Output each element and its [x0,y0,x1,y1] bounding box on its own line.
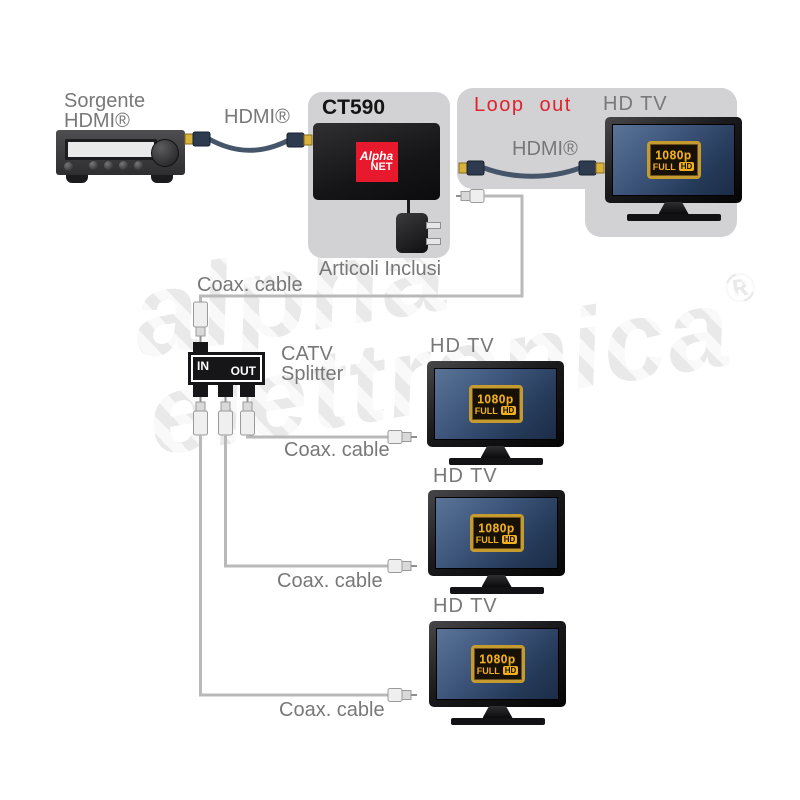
receiver-display [65,139,157,160]
tv-base [449,587,544,594]
logo-hd-badge: HD [678,162,695,171]
power-adapter-pin [426,222,441,229]
tv-stand [480,446,511,458]
logo-full: FULL [474,405,498,416]
coax-plug-body [387,688,403,702]
coax-plug-body [387,559,403,573]
coax-cable-label-tv3: Coax. cable [279,699,385,721]
source-label-line1: Sorgente [64,90,146,112]
tv-screen: 1080p FULL HD [434,368,557,440]
receiver-volume-knob [151,139,179,167]
coax-plug-tip [401,690,412,700]
tv-frame: 1080p FULL HD [428,490,565,576]
logo-resolution: 1080p [655,147,692,162]
loop-out-title: Loop out [474,94,572,116]
tv-screen: 1080p FULL HD [435,497,558,569]
logo-full: FULL [475,534,499,545]
coax-cable-label-top: Coax. cable [197,274,303,296]
receiver-button [104,161,113,170]
receiver-button [89,161,98,170]
tv-base [626,214,721,221]
hdmi-cable-loop-label: HDMI® [512,138,578,160]
tv-base [450,718,545,725]
logo-resolution: 1080p [477,391,514,406]
tv-screen: 1080p FULL HD [612,124,735,196]
ct590-title: CT590 [322,96,386,119]
alphanet-logo: Alpha NET [355,141,398,182]
hd-tv-3: 1080p FULL HD [429,621,566,725]
receiver-button [134,161,143,170]
fullhd-1080p-logo: 1080p FULL HD [646,141,701,179]
tv3-label: HD TV [433,595,498,617]
fullhd-1080p-logo: 1080p FULL HD [468,385,523,423]
tv-frame: 1080p FULL HD [429,621,566,707]
splitter-label-line1: CATV [281,343,333,365]
splitter-face: IN OUT [191,355,262,382]
hdmi-plug-tip [184,133,194,145]
splitter-label: CATV Splitter [281,344,343,384]
hdmi-cable-source-label: HDMI® [224,106,290,128]
catv-splitter: IN OUT [188,352,265,385]
ct590-modulator-device: Alpha NET [313,123,440,200]
loop-out-tv: 1080p FULL HD [605,117,742,221]
included-items-caption: Articoli Inclusi [318,258,442,280]
power-adapter-cable [407,200,410,214]
logo-resolution: 1080p [479,651,516,666]
hdmi-cable-source [184,131,313,153]
coax-cable-label-tv2: Coax. cable [277,570,383,592]
splitter-out-port-3 [240,385,255,397]
receiver-foot [151,175,173,183]
power-adapter-pin [426,238,441,245]
splitter-in-label: IN [197,359,209,373]
tv-stand [481,575,512,587]
tv-stand [658,202,689,214]
logo-hd-badge: HD [500,406,517,415]
splitter-out-port-1 [193,385,208,397]
coax-cable-label-tv1: Coax. cable [284,439,390,461]
splitter-label-line2: Splitter [281,363,344,385]
tv1-label: HD TV [430,335,495,357]
tv-frame: 1080p FULL HD [427,361,564,447]
tv-screen: 1080p FULL HD [436,628,559,700]
hdmi-source-device [56,130,185,183]
power-adapter [396,213,428,253]
hdmi-plug-body [192,131,211,147]
tv-stand [482,706,513,718]
logo-full: FULL [476,665,500,676]
loop-tv-label: HD TV [603,93,668,115]
splitter-out-label: OUT [230,364,256,378]
logo-hd-badge: HD [502,666,519,675]
logo-resolution: 1080p [478,520,515,535]
coax-plug-tip [401,561,412,571]
hd-tv-2: 1080p FULL HD [428,490,565,594]
tv-base [448,458,543,465]
tv2-label: HD TV [433,465,498,487]
logo-full: FULL [652,161,676,172]
hdmi-plug-body [286,132,305,148]
alphanet-logo-line2: NET [370,161,393,173]
splitter-in-port [193,342,208,352]
source-label: Sorgente HDMI® [64,91,145,131]
fullhd-1080p-logo: 1080p FULL HD [469,514,524,552]
fullhd-1080p-logo: 1080p FULL HD [470,645,525,683]
alphanet-logo-line1: Alpha [359,149,394,163]
receiver-power-button [64,162,73,171]
source-label-line2: HDMI® [64,110,130,132]
receiver-button [119,161,128,170]
hd-tv-1: 1080p FULL HD [427,361,564,465]
tv-frame: 1080p FULL HD [605,117,742,203]
logo-hd-badge: HD [501,535,518,544]
receiver-foot [66,175,88,183]
coax-plug-tip [460,191,471,201]
splitter-out-port-2 [218,385,233,397]
registered-mark: ® [720,261,761,314]
